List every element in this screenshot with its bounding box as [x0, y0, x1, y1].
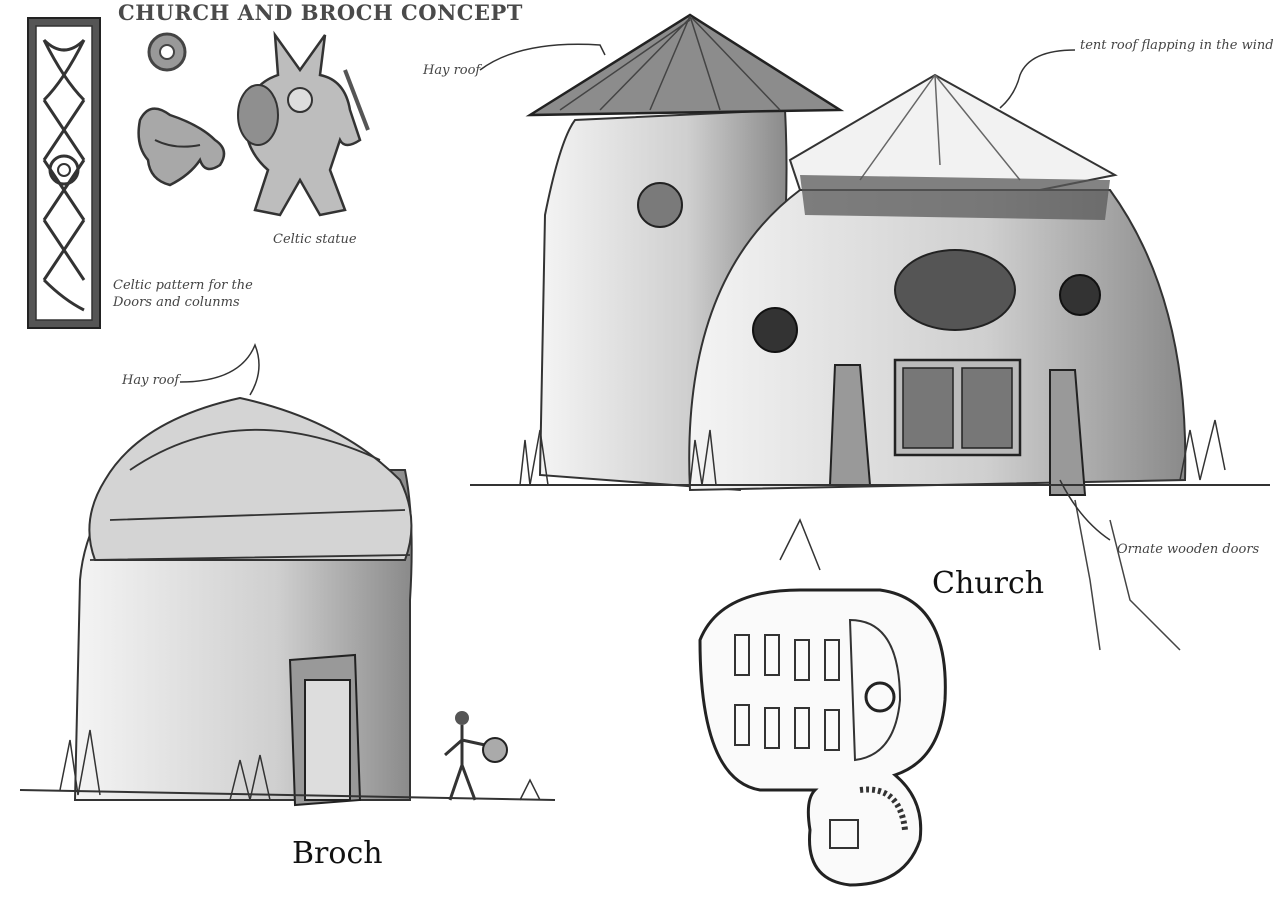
- celtic-statue-label: Celtic statue: [273, 232, 357, 247]
- warrior-figure: [444, 711, 508, 801]
- church-drawing: [470, 13, 1270, 651]
- celtic-knot-ornament: [147, 32, 187, 72]
- celtic-beast-ornament: [137, 107, 226, 187]
- celtic-pattern-panel: [27, 17, 101, 329]
- church-label: Church: [932, 566, 1045, 601]
- broch-drawing: [19, 396, 556, 807]
- celtic-statue: [237, 30, 370, 217]
- hay-roof-church-label: Hay roof: [423, 63, 481, 78]
- celtic-pattern-label-line2: Doors and colunms: [113, 295, 240, 310]
- church-floor-plan: [698, 588, 947, 887]
- broch-label: Broch: [292, 836, 383, 871]
- celtic-pattern-label-line1: Celtic pattern for the: [113, 278, 253, 293]
- tent-roof-label: tent roof flapping in the wind: [1080, 38, 1274, 53]
- hay-roof-broch-label: Hay roof: [122, 373, 180, 388]
- annotation-leaders: [179, 43, 1111, 541]
- page-title: CHURCH AND BROCH CONCEPT: [118, 0, 523, 25]
- ornate-doors-label: Ornate wooden doors: [1117, 542, 1260, 557]
